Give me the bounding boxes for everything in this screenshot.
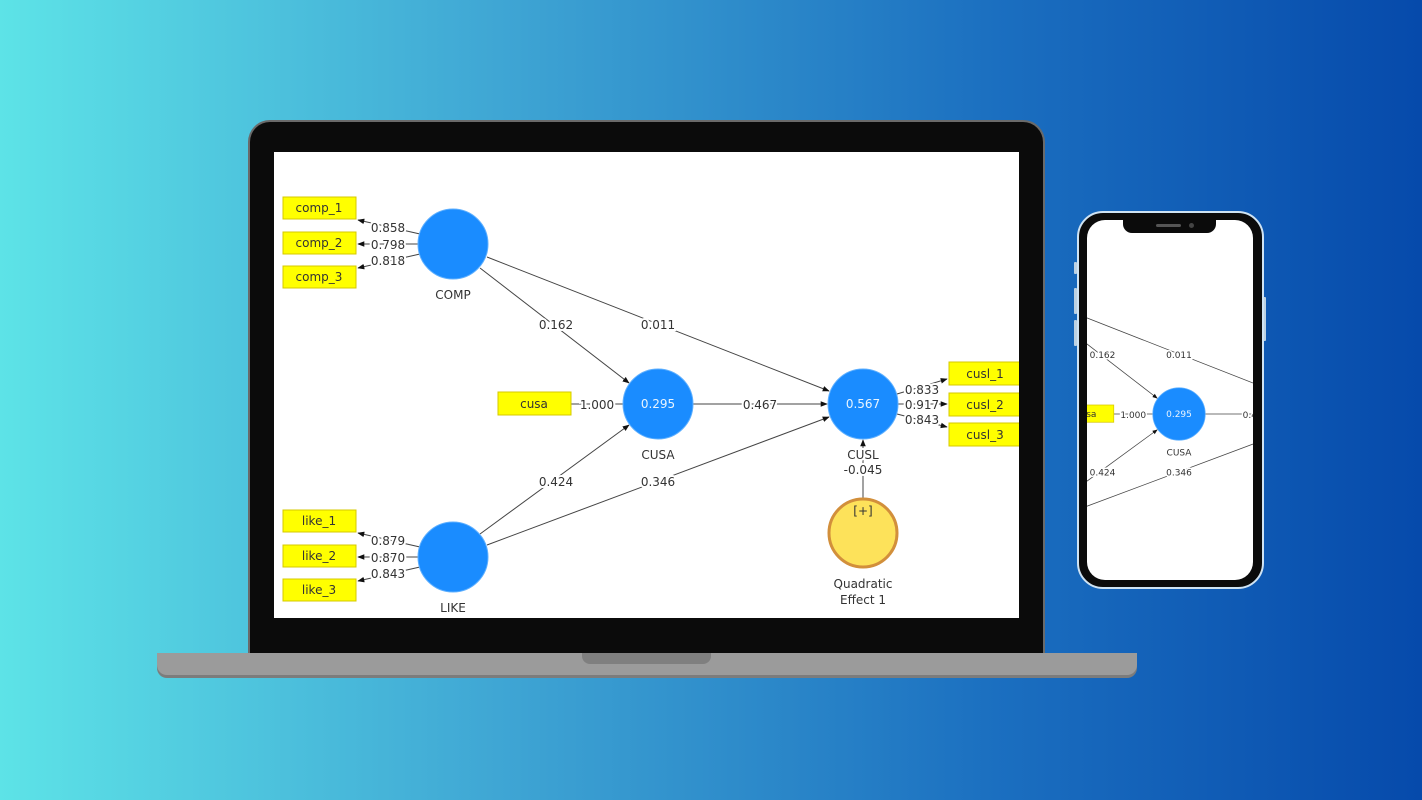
- coef-comp-cusl: 0.011: [641, 318, 675, 332]
- phone-camera: [1189, 223, 1194, 228]
- construct-name: CUSA: [641, 448, 675, 462]
- loading-cusl-1: 0.833: [905, 383, 939, 397]
- construct-name: COMP: [435, 288, 470, 302]
- loading-line: [357, 253, 421, 270]
- loading-cusl-2: 0.917: [905, 398, 939, 412]
- coef-like-cusa: 0.424: [539, 475, 573, 489]
- indicator-like-1[interactable]: like_1: [282, 509, 357, 533]
- phone-side-button: [1074, 288, 1077, 314]
- indicator-label: cusl_1: [966, 367, 1003, 381]
- indicator-label: comp_3: [296, 270, 343, 284]
- indicator-comp-3[interactable]: comp_3: [282, 265, 357, 289]
- laptop-notch: [582, 653, 711, 664]
- construct-name: Quadratic: [834, 577, 893, 591]
- loading-cusa: 1.000: [580, 398, 614, 412]
- path-like-cusa[interactable]: [479, 424, 630, 535]
- construct-name: Effect 1: [840, 593, 886, 607]
- indicator-label: like_2: [302, 549, 336, 563]
- coef-quad-cusl: -0.045: [844, 463, 883, 477]
- loading-like-2: 0.870: [371, 551, 405, 565]
- expand-icon[interactable]: [+]: [853, 504, 872, 518]
- construct-name: CUSL: [847, 448, 879, 462]
- phone-speaker: [1156, 224, 1181, 227]
- path-comp-cusa[interactable]: [479, 267, 630, 384]
- coef-like-cusl: 0.346: [641, 475, 675, 489]
- loading-line: [896, 378, 948, 395]
- loading-comp-2: 0.798: [371, 238, 405, 252]
- construct-comp[interactable]: COMP: [417, 208, 489, 302]
- loading-like-1: 0.879: [371, 534, 405, 548]
- construct-cusa[interactable]: 0.295 CUSA: [622, 368, 694, 462]
- indicator-label: comp_1: [296, 201, 343, 215]
- pls-path-model: 0.162 0.011 0.424 0.346 0.467 1.000 0.85…: [282, 196, 1021, 615]
- indicator-label: comp_2: [296, 236, 343, 250]
- indicator-label: cusl_3: [966, 428, 1003, 442]
- loading-comp-1: 0.858: [371, 221, 405, 235]
- indicator-cusl-1[interactable]: cusl_1: [948, 361, 1021, 386]
- loading-like-3: 0.843: [371, 567, 405, 581]
- indicator-comp-1[interactable]: comp_1: [282, 196, 357, 220]
- path-comp-cusl[interactable]: [486, 256, 830, 392]
- construct-name: LIKE: [440, 601, 466, 615]
- indicator-label: cusa: [520, 397, 548, 411]
- indicator-like-3[interactable]: like_3: [282, 578, 357, 602]
- indicator-cusl-2[interactable]: cusl_2: [948, 392, 1021, 417]
- indicator-cusl-3[interactable]: cusl_3: [948, 422, 1021, 447]
- phone-side-button: [1074, 320, 1077, 346]
- loading-comp-3: 0.818: [371, 254, 405, 268]
- r-squared-value: 0.295: [641, 397, 675, 411]
- phone-power-button: [1263, 297, 1266, 341]
- indicator-like-2[interactable]: like_2: [282, 544, 357, 568]
- coef-comp-cusa: 0.162: [539, 318, 573, 332]
- construct-cusl[interactable]: 0.567 CUSL -0.045: [827, 368, 899, 479]
- indicator-label: cusl_2: [966, 398, 1003, 412]
- loading-line: [896, 413, 948, 429]
- loading-cusl-3: 0.843: [905, 413, 939, 427]
- loading-line: [357, 566, 421, 583]
- laptop-base: [157, 653, 1137, 675]
- path-like-cusl[interactable]: [486, 416, 830, 546]
- indicator-label: like_3: [302, 583, 336, 597]
- indicator-comp-2[interactable]: comp_2: [282, 231, 357, 255]
- loading-line: [357, 531, 421, 548]
- indicator-cusa[interactable]: cusa: [497, 391, 572, 416]
- construct-like[interactable]: LIKE: [417, 521, 489, 615]
- phone-side-button: [1074, 262, 1077, 274]
- construct-quadratic-effect[interactable]: [+] Quadratic Effect 1: [827, 497, 899, 607]
- r-squared-value: 0.567: [846, 397, 880, 411]
- indicator-label: like_1: [302, 514, 336, 528]
- loading-line: [357, 218, 421, 235]
- coef-cusa-cusl: 0.467: [743, 398, 777, 412]
